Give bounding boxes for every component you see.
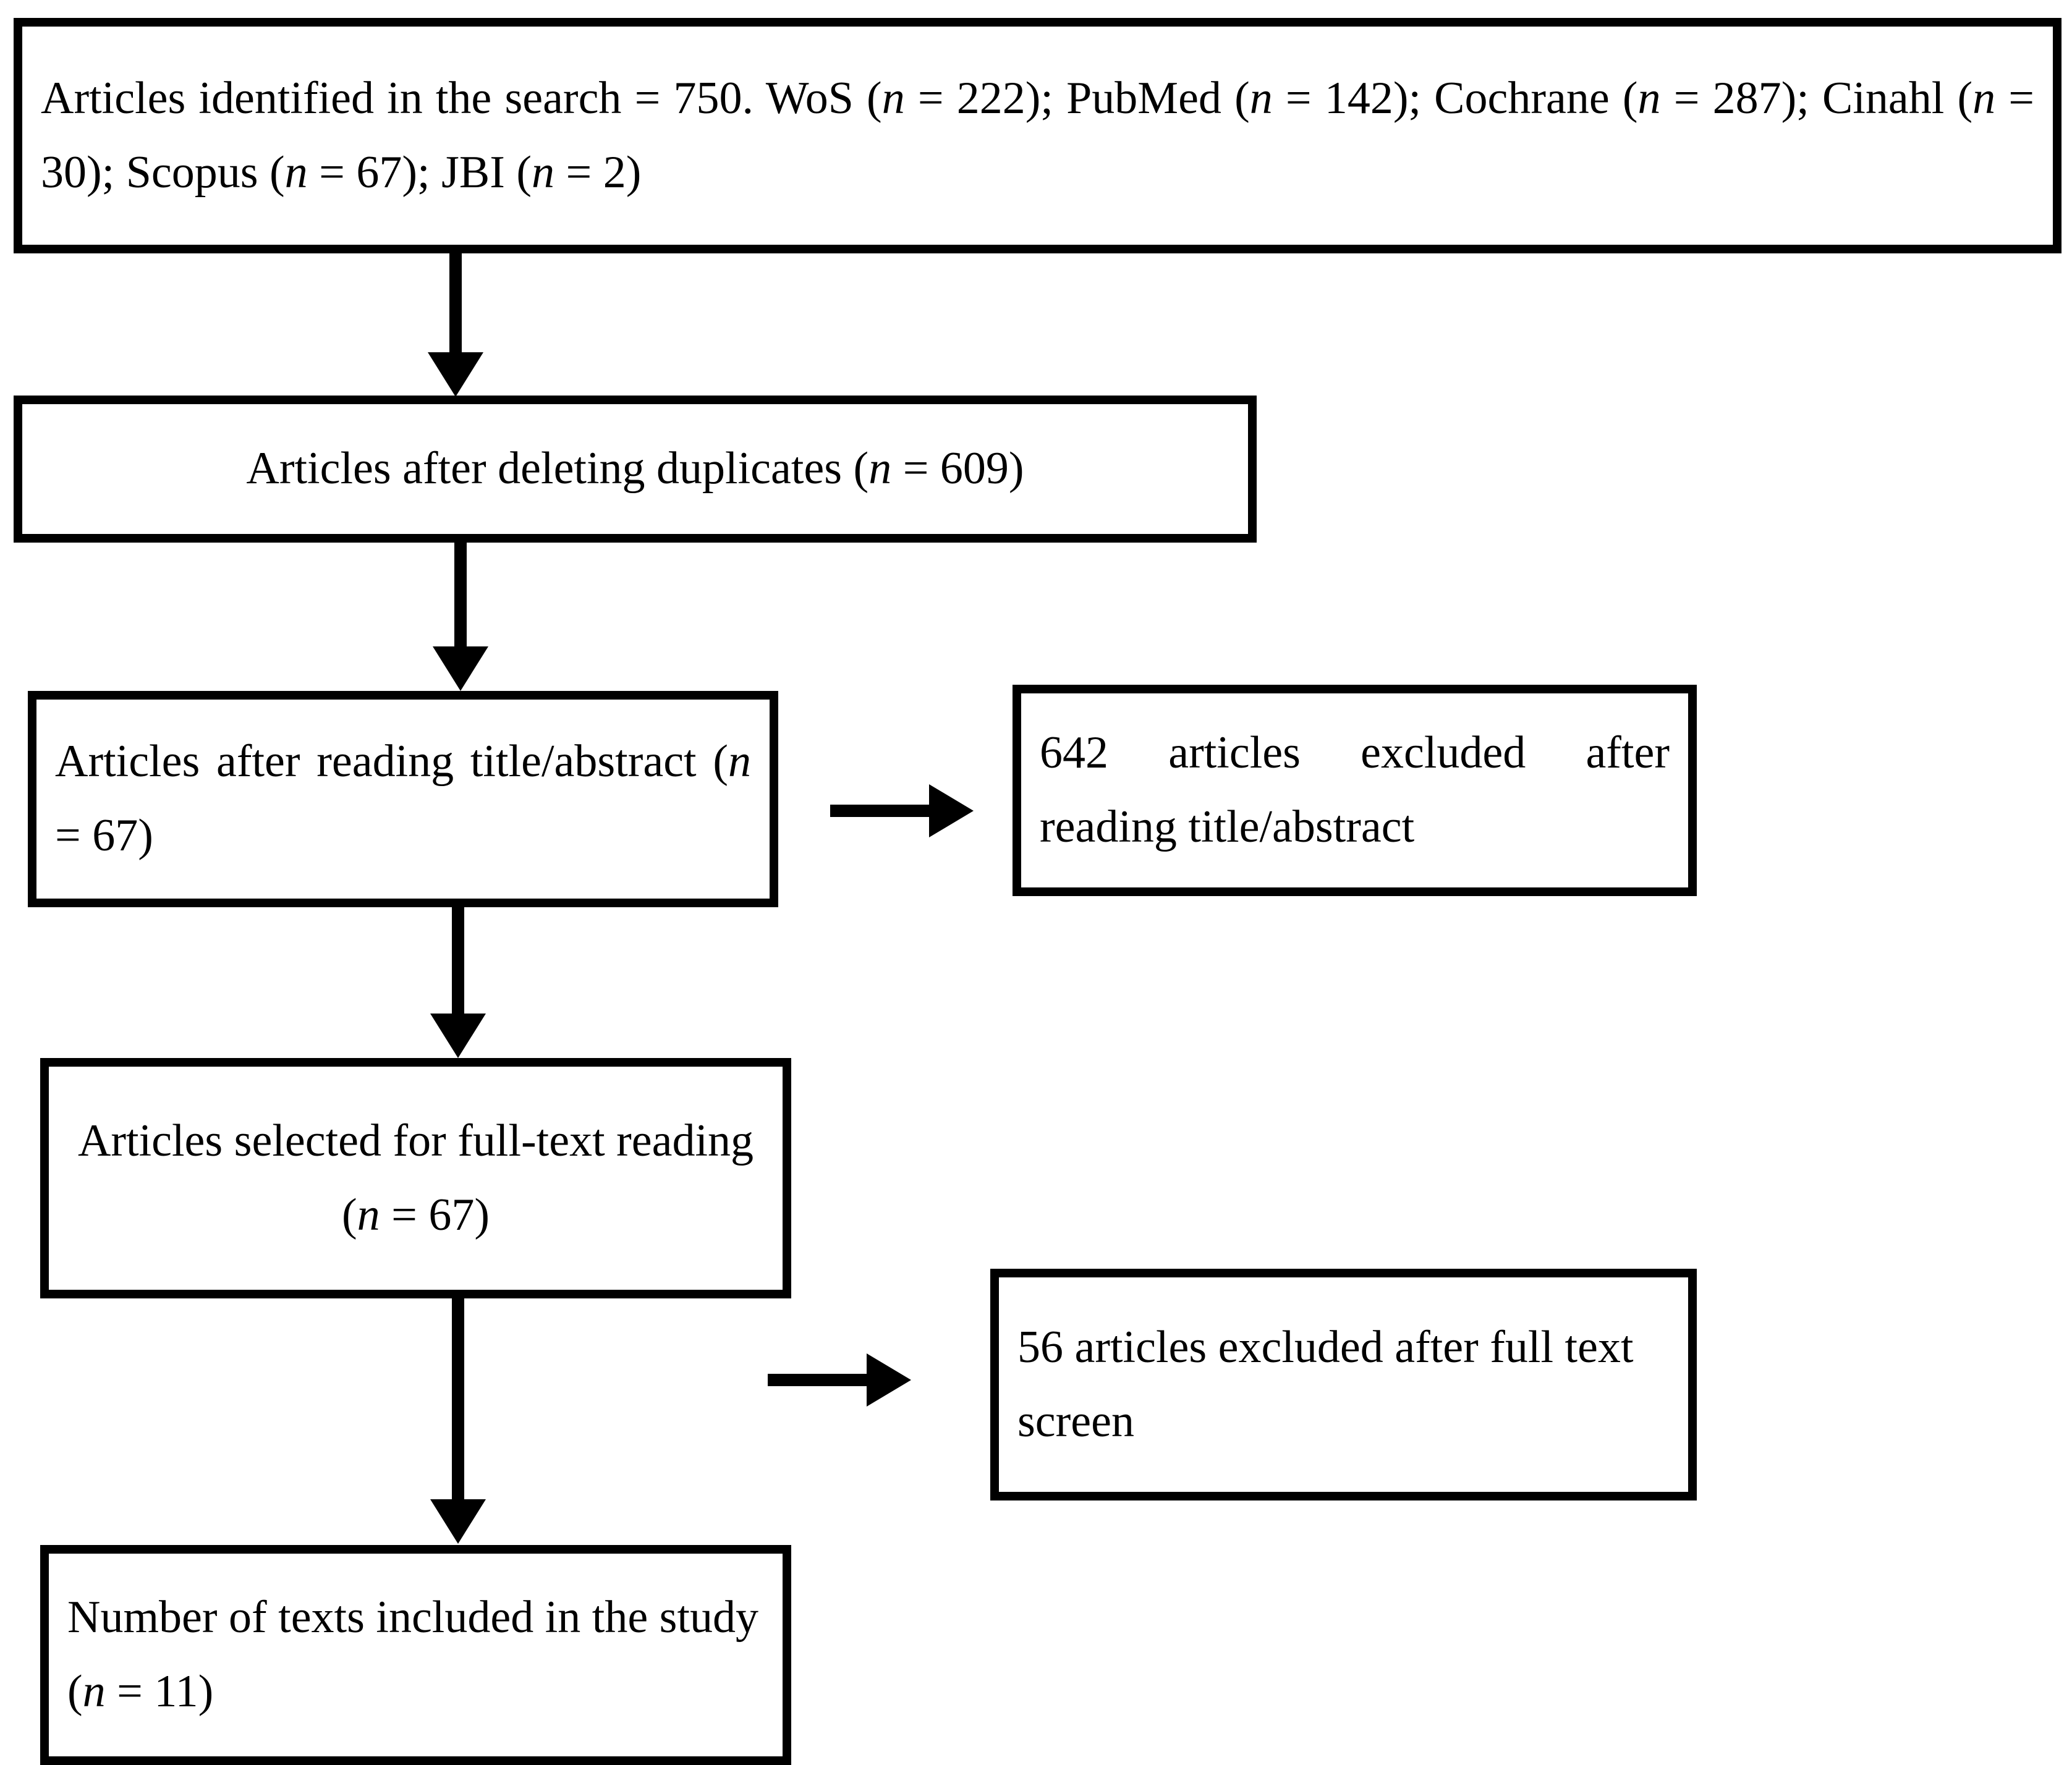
box-excluded-after-full-text-text: 56 articles excluded after full text scr… <box>999 1311 1688 1459</box>
arrow-head <box>430 1014 486 1058</box>
italic-n: n <box>357 1189 380 1240</box>
italic-n: n <box>868 443 892 494</box>
arrow-shaft <box>449 253 462 352</box>
text-segment: Articles after deleting duplicates ( <box>246 443 869 494</box>
arrow-head <box>430 1499 486 1544</box>
box-articles-after-duplicates: Articles after deleting duplicates (n = … <box>14 396 1257 543</box>
italic-n: n <box>532 146 555 198</box>
text-segment: = 30); Scopus ( <box>41 72 2035 198</box>
text-segment: = 11) <box>105 1666 214 1717</box>
text-segment: 56 articles excluded after full <box>1017 1321 1554 1373</box>
box-articles-selected-full-text-text: Articles selected for full-text reading … <box>49 1104 783 1253</box>
arrow-shaft <box>830 805 935 817</box>
box-articles-selected-full-text: Articles selected for full-text reading … <box>40 1058 791 1298</box>
text-segment: = 2) <box>554 146 642 198</box>
box-texts-included-text: Number of texts included in the study (n… <box>49 1581 783 1729</box>
box-texts-included: Number of texts included in the study (n… <box>40 1545 791 1765</box>
text-segment: Number of texts included in <box>67 1592 581 1643</box>
arrow-shaft <box>454 543 467 646</box>
text-segment: = 142); Cochrane ( <box>1272 72 1638 124</box>
italic-n: n <box>1637 72 1661 124</box>
italic-n: n <box>82 1666 106 1717</box>
italic-n: n <box>881 72 905 124</box>
text-segment: = 67) <box>380 1189 490 1240</box>
text-segment: reading title/abstract <box>1040 802 1415 852</box>
text-segment: text screen <box>1017 1321 1634 1447</box>
box-excluded-after-title-abstract: 642 articles excluded after reading titl… <box>1013 685 1697 896</box>
italic-n: n <box>728 736 751 787</box>
text-segment: the study ( <box>67 1592 759 1717</box>
text-segment: = <box>1660 72 1700 124</box>
italic-n: n <box>1972 72 1996 124</box>
arrow-shaft <box>452 907 464 1014</box>
box-articles-after-title-abstract-text: Articles after reading title/abstract (n… <box>36 725 770 873</box>
text-segment: 642 articles excluded after <box>1040 727 1670 779</box>
box-articles-identified-text: Articles identified in the search = 750.… <box>22 62 2053 210</box>
text-segment: reading ( <box>341 1115 754 1240</box>
box-articles-after-title-abstract: Articles after reading title/abstract (n… <box>28 691 778 907</box>
arrow-head <box>867 1353 911 1407</box>
text-segment: = 67) <box>55 810 153 861</box>
italic-n: n <box>1249 72 1273 124</box>
box-excluded-after-full-text: 56 articles excluded after full text scr… <box>990 1269 1697 1500</box>
arrow-head <box>433 646 488 691</box>
text-segment: Articles identified in the search = 750.… <box>41 72 882 124</box>
box-excluded-after-title-abstract-text: 642 articles excluded after reading titl… <box>1021 716 1688 865</box>
text-segment: = 67); JBI ( <box>307 146 532 198</box>
text-segment: = 222); PubMed ( <box>904 72 1250 124</box>
arrow-shaft <box>768 1374 873 1386</box>
text-segment: Articles selected for full-text <box>77 1115 605 1166</box>
arrow-head <box>428 352 483 397</box>
italic-n: n <box>284 146 308 198</box>
text-segment: = 609) <box>891 443 1024 494</box>
arrow-shaft <box>452 1298 464 1499</box>
box-articles-identified: Articles identified in the search = 750.… <box>14 18 2061 253</box>
text-segment: 287); Cinahl ( <box>1712 72 1973 124</box>
text-segment: title/abstract ( <box>470 736 728 787</box>
text-segment: Articles after reading <box>55 736 454 787</box>
box-articles-after-duplicates-text: Articles after deleting duplicates (n = … <box>22 432 1248 506</box>
arrow-head <box>929 784 974 837</box>
